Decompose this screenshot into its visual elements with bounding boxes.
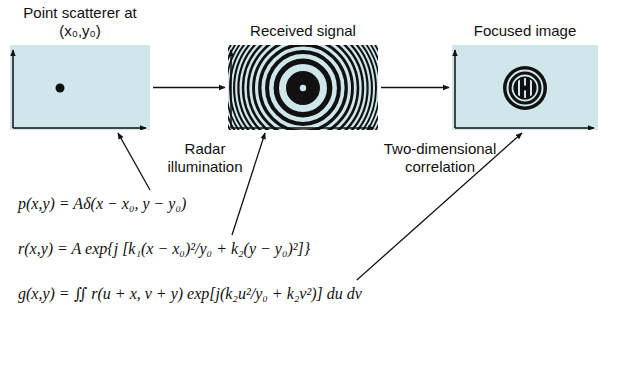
image-panel: Point scatterer at (x₀,y₀) (10, 45, 150, 130)
signal-ring (228, 45, 378, 130)
focus-ring (508, 71, 543, 106)
signal-ring (243, 45, 363, 130)
x-axis (13, 127, 146, 129)
signal-ring (228, 45, 378, 130)
signal-ring (260, 45, 346, 130)
focus-center (523, 86, 528, 91)
signal-ring (238, 45, 367, 130)
flow-arrow (153, 87, 225, 89)
signal-ring (228, 45, 378, 130)
scatter-point (56, 84, 65, 93)
flow-arrow (381, 87, 449, 89)
chirp-rings (228, 45, 378, 130)
equation: g(x,y) = ∬ r(u + x, v + y) exp[j(k₂u²/y₀… (18, 284, 362, 304)
panel-title: Focused image (452, 22, 598, 40)
signal-ring (228, 45, 378, 130)
signal-ring (248, 45, 358, 130)
signal-ring (228, 45, 378, 130)
focus-ring (513, 76, 538, 101)
signal-ring (267, 52, 339, 124)
signal-ring (228, 45, 378, 130)
y-axis (12, 50, 14, 128)
x-axis (455, 127, 594, 129)
signal-ring (230, 45, 376, 130)
signal-ring (234, 45, 372, 130)
point-scatterer-art (10, 45, 150, 130)
focus-core (518, 78, 532, 98)
leader-line (357, 133, 522, 280)
ring-center (300, 85, 306, 91)
panel-title: Received signal (228, 22, 378, 40)
signal-ring (228, 45, 378, 130)
focused-image-art (452, 45, 598, 130)
focus-spot (503, 66, 547, 110)
x-axis (231, 127, 374, 129)
signal-ring (228, 45, 378, 130)
leader-line (232, 133, 265, 235)
signal-ring (228, 45, 378, 130)
signal-ring (276, 61, 329, 114)
signal-ring (228, 45, 378, 130)
leader-line (118, 133, 150, 190)
received-signal-art (228, 45, 378, 130)
y-axis (230, 50, 232, 128)
y-axis (454, 50, 456, 128)
image-panel: Received signal (228, 45, 378, 130)
signal-ring (228, 45, 378, 130)
signal-ring (228, 45, 378, 130)
image-panel: Focused image (452, 45, 598, 130)
signal-ring (295, 80, 312, 97)
signal-ring (228, 45, 378, 130)
signal-ring (254, 45, 353, 130)
signal-ring (228, 45, 378, 130)
signal-ring (228, 45, 378, 130)
process-label: Radar illumination (155, 140, 255, 176)
panel-title: Point scatterer at (x₀,y₀) (20, 4, 140, 40)
equation: r(x,y) = A exp{j [k₁(x − x₀)²/y₀ + k₂(y … (18, 239, 310, 259)
signal-ring (228, 45, 378, 130)
process-label: Two-dimensional correlation (376, 140, 504, 176)
equation: p(x,y) = Aδ(x − x₀, y − y₀) (18, 194, 186, 214)
